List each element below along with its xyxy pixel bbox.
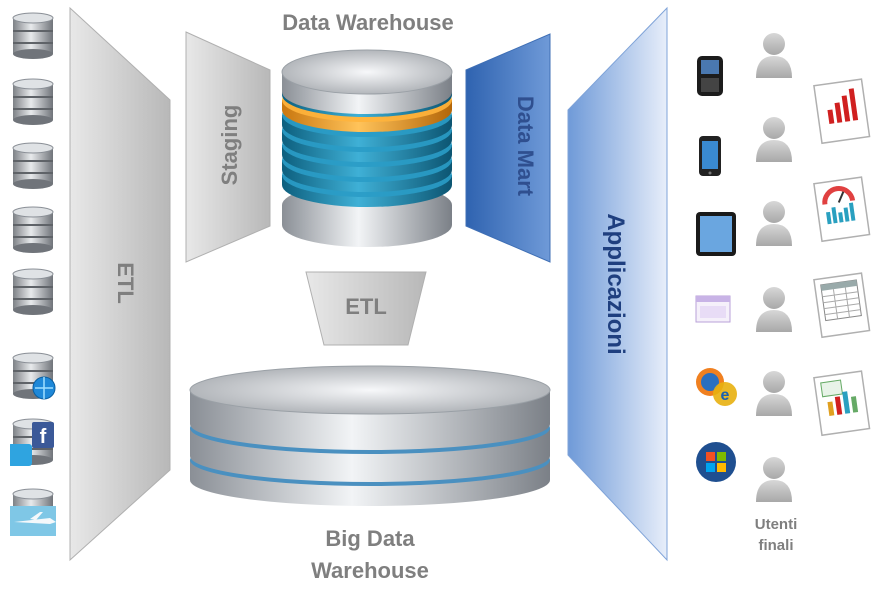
applications-funnel <box>567 6 668 562</box>
windows-icon <box>694 440 738 489</box>
gauge-dashboard-icon <box>812 176 874 251</box>
etl-center-funnel <box>305 271 427 346</box>
etl-center-label: ETL <box>345 294 387 319</box>
staging-funnel <box>185 31 271 263</box>
data-warehouse-cylinder <box>281 49 453 247</box>
user-icon <box>752 282 796 339</box>
database-social-icon: f <box>8 418 56 471</box>
staging-label: Staging <box>217 104 242 186</box>
etl-left-label: ETL <box>113 262 138 304</box>
database-icon <box>10 78 56 131</box>
database-icon <box>10 142 56 195</box>
user-icon <box>752 452 796 509</box>
user-icon <box>752 196 796 253</box>
end-users-label-line2: finali <box>758 537 794 554</box>
svg-text:e: e <box>721 387 730 404</box>
user-icon <box>752 366 796 423</box>
database-icon <box>10 12 56 65</box>
big-data-warehouse-title-line1: Big Data <box>325 526 415 551</box>
smartphone-icon <box>694 134 726 183</box>
browser-window-icon <box>694 292 732 331</box>
applications-label: Applicazioni <box>602 213 629 355</box>
etl-left-funnel <box>69 6 171 562</box>
user-icon <box>752 112 796 169</box>
data-mart-funnel <box>465 33 551 263</box>
big-data-warehouse-cylinder <box>189 365 551 506</box>
bar-chart-report-icon <box>812 78 874 153</box>
blackberry-icon <box>694 54 726 103</box>
mixed-report-icon <box>812 370 874 445</box>
database-globe-icon <box>10 352 56 405</box>
table-report-icon <box>812 272 874 347</box>
tablet-icon <box>694 210 738 263</box>
svg-text:f: f <box>40 426 47 448</box>
data-mart-label: Data Mart <box>513 95 538 197</box>
data-warehouse-title: Data Warehouse <box>282 10 454 35</box>
user-icon <box>752 28 796 85</box>
big-data-warehouse-title-line2: Warehouse <box>311 558 429 583</box>
database-airplane-icon <box>8 488 60 541</box>
database-icon <box>10 206 56 259</box>
database-icon <box>10 268 56 321</box>
end-users-label-line1: Utenti <box>754 516 798 533</box>
browsers-icon: e <box>694 364 740 415</box>
